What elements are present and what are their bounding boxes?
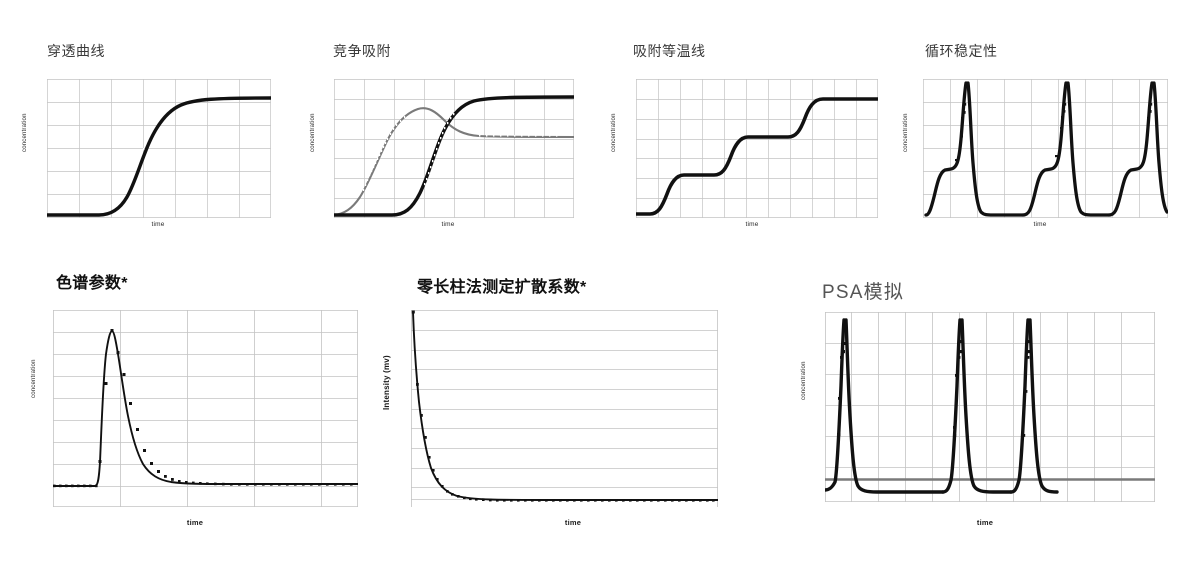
panel-title-zlc-diffusion-coefficient: 零长柱法测定扩散系数* — [417, 279, 587, 296]
y-axis-label-adsorption-isotherm: concentration — [611, 113, 617, 152]
grid-lines-psa — [825, 312, 1155, 502]
curve-cycle-stability — [924, 81, 1168, 217]
plot-area-chromatographic-parameters — [53, 310, 358, 507]
x-axis-label-cycle-stability: time — [1033, 221, 1047, 228]
plot-area-zlc-diffusion-coefficient — [411, 310, 718, 507]
plot-area-breakthrough-curve — [47, 79, 271, 218]
panel-title-chromatographic-parameters: 色谱参数* — [56, 275, 128, 292]
panel-title-adsorption-isotherm: 吸附等温线 — [633, 43, 706, 59]
x-axis-label-psa-simulation: time — [976, 518, 994, 527]
x-axis-label-adsorption-isotherm: time — [745, 221, 759, 228]
panel-title-cycle-stability: 循环稳定性 — [925, 43, 998, 59]
markers-competitive-component-a — [363, 116, 558, 191]
y-axis-label-competitive-adsorption: concentration — [310, 113, 316, 152]
plot-area-psa-simulation — [825, 312, 1155, 502]
x-axis-label-competitive-adsorption: time — [441, 221, 455, 228]
panel-title-psa-simulation: PSA模拟 — [822, 282, 905, 303]
markers-chromatogram — [53, 329, 353, 488]
curve-stepped-isotherm — [636, 97, 878, 216]
grid-lines-zlc — [411, 310, 718, 507]
curve-psa-peaks — [825, 318, 1059, 494]
y-axis-label-psa-simulation: concentration — [801, 361, 807, 400]
x-axis-label-chromatographic-parameters: time — [186, 518, 204, 527]
y-axis-label-breakthrough-curve: concentration — [22, 113, 28, 152]
y-axis-label-chromatographic-parameters: concentration — [31, 359, 37, 398]
x-axis-label-breakthrough-curve: time — [151, 221, 165, 228]
curve-zlc-decay — [412, 311, 718, 501]
y-axis-label-zlc-diffusion-coefficient: Intensity (mv) — [382, 355, 391, 410]
curve-competitive-component-b — [334, 95, 574, 217]
markers-competitive-component-b — [424, 113, 455, 186]
curve-breakthrough — [47, 96, 271, 217]
plot-area-cycle-stability — [923, 79, 1168, 218]
plot-area-competitive-adsorption — [334, 79, 574, 218]
panel-title-competitive-adsorption: 竞争吸附 — [333, 43, 391, 59]
grid-lines-competitive — [334, 79, 574, 218]
grid-lines-isotherm — [636, 79, 878, 218]
markers-cycle-stability — [955, 103, 1153, 162]
markers-zlc-decay — [411, 310, 715, 502]
markers-breakthrough-midsection — [133, 118, 160, 176]
curve-competitive-component-a — [334, 107, 574, 217]
markers-psa-peaks — [837, 340, 1032, 437]
plot-area-adsorption-isotherm — [636, 79, 878, 218]
y-axis-label-cycle-stability: concentration — [903, 113, 909, 152]
panel-title-breakthrough-curve: 穿透曲线 — [47, 43, 105, 59]
x-axis-label-zlc-diffusion-coefficient: time — [564, 518, 582, 527]
